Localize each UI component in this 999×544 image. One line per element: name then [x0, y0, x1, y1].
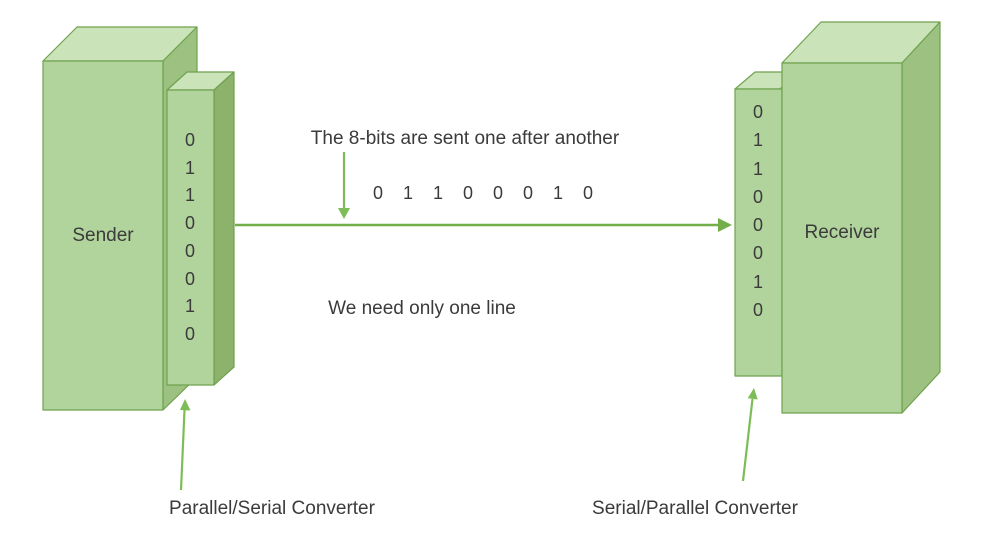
sender-converter-label: Parallel/Serial Converter — [169, 498, 376, 519]
receiver-box: Receiver — [781, 21, 941, 414]
up-arrowhead-icon — [180, 399, 191, 411]
sender-register: 0 1 1 0 0 0 1 0 — [166, 71, 235, 386]
receiver-bit: 0 — [753, 187, 763, 207]
sender-register-side-face — [213, 71, 235, 386]
sender-bit: 1 — [185, 296, 195, 316]
sender-bit: 0 — [185, 213, 195, 233]
receiver-converter-arrow-shaft — [741, 398, 754, 482]
down-arrowhead-icon — [338, 208, 350, 219]
sender-bit: 1 — [185, 185, 195, 205]
top-caption: The 8-bits are sent one after another — [311, 128, 620, 149]
sender-register-bits: 0 1 1 0 0 0 1 0 — [185, 130, 195, 344]
receiver-bit: 1 — [753, 159, 763, 179]
sender-label: Sender — [72, 225, 134, 246]
receiver-bit: 1 — [753, 272, 763, 292]
receiver-register-bits: 0 1 1 0 0 0 1 0 — [753, 102, 763, 320]
serial-bit: 1 — [403, 183, 413, 203]
serial-bit: 1 — [433, 183, 443, 203]
sender-register-front-face — [166, 89, 215, 386]
serial-bit: 1 — [553, 183, 563, 203]
transmission-line-arrow — [235, 218, 732, 232]
receiver-bit: 0 — [753, 102, 763, 122]
serial-bit: 0 — [463, 183, 473, 203]
serial-bit: 0 — [493, 183, 503, 203]
receiver-bit: 1 — [753, 130, 763, 150]
receiver-bit: 0 — [753, 300, 763, 320]
receiver-bit: 0 — [753, 243, 763, 263]
receiver-converter-callout: Serial/Parallel Converter — [592, 388, 799, 519]
serial-bit-stream: 0 1 1 0 0 0 1 0 — [373, 183, 593, 203]
sender-bit: 0 — [185, 324, 195, 344]
receiver-bit: 0 — [753, 215, 763, 235]
receiver-box-side-face — [901, 21, 941, 414]
sender-box-front-face — [42, 60, 164, 411]
serial-bit: 0 — [373, 183, 383, 203]
sender-bit: 0 — [185, 130, 195, 150]
sender-bit: 1 — [185, 158, 195, 178]
middle-caption: We need only one line — [328, 298, 516, 319]
sender-converter-callout: Parallel/Serial Converter — [169, 399, 376, 519]
serial-bit: 0 — [583, 183, 593, 203]
line-pointer-arrow — [338, 152, 350, 219]
receiver-converter-label: Serial/Parallel Converter — [592, 498, 799, 519]
receiver-box-front-face — [781, 62, 903, 414]
sender-converter-arrow-shaft — [179, 409, 186, 491]
sender-bit: 0 — [185, 241, 195, 261]
receiver-label: Receiver — [805, 222, 881, 243]
serial-bit: 0 — [523, 183, 533, 203]
transmission-arrowhead-icon — [718, 218, 732, 232]
up-arrowhead-icon — [747, 388, 758, 400]
sender-bit: 0 — [185, 269, 195, 289]
